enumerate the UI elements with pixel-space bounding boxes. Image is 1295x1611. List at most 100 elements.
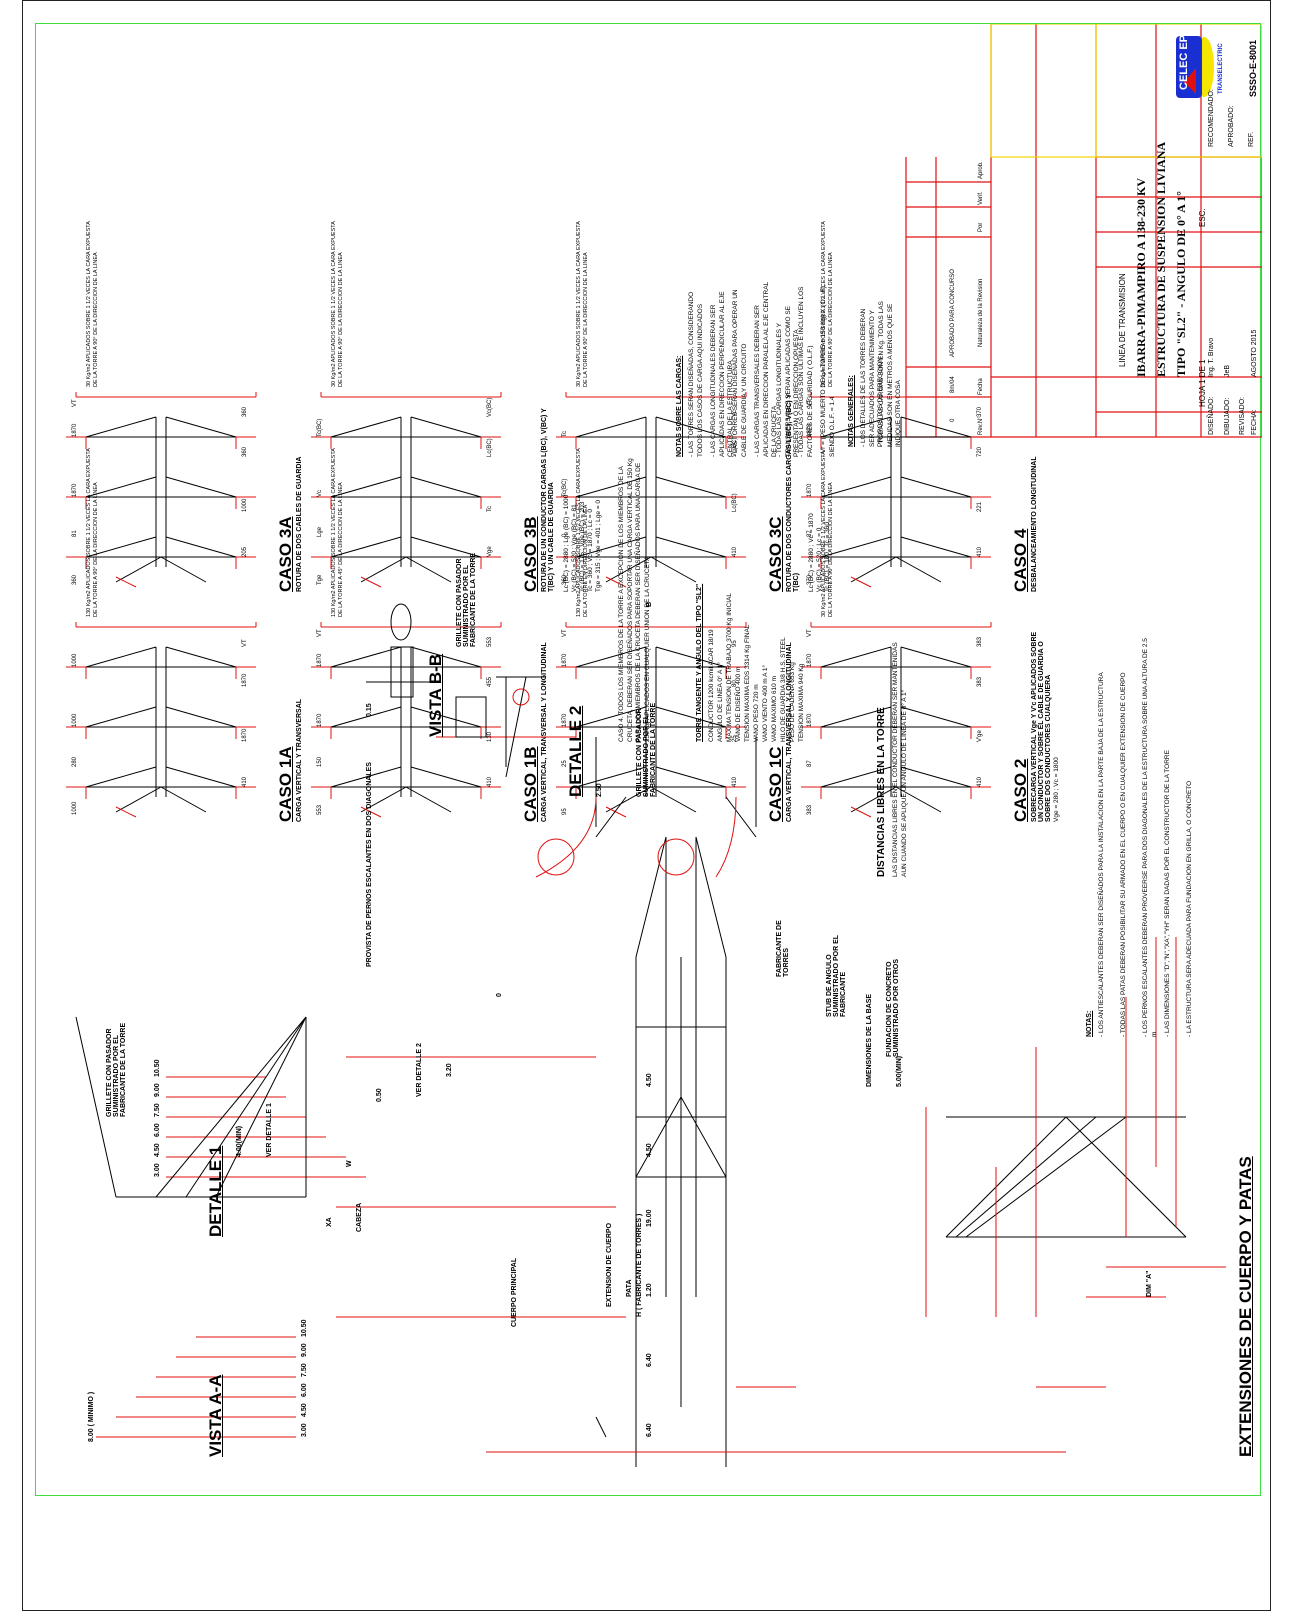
case-peak-a [605,786,652,813]
logo-mark [1176,36,1214,98]
ext-legs [945,1116,1187,1238]
case-load-peak [360,576,382,588]
case-brace-a-0 [85,766,157,788]
h-label: H ( FABRICANTE DE TORRES ) [636,1213,643,1317]
case-load-peak [360,806,382,818]
nota-line-4: - LA ESTRUCTURA SERA ADECUADA PARA FUNDA… [1186,780,1193,1037]
dim-ext-left-5: 10.50 [301,1319,308,1337]
case-brace-a-2 [820,416,892,438]
case-brace-a-1 [85,706,157,728]
dim-xa: XA [326,1217,333,1227]
case-load-peak [115,806,137,818]
case-brace-b-1 [410,706,482,728]
case-brace-a-1 [820,476,892,498]
dim-main-1: 6.40 [646,1353,653,1367]
nota-line-2: - LOS PERNOS ESCALANTES DEBERAN PROVEERS… [1142,638,1158,1037]
case-brace-b-0 [410,536,482,558]
clearance-arcs [535,796,737,878]
grillete-label-1: GRILLETE CON PASADOR SUMINISTRADO POR EL… [456,552,477,647]
case-brace-b-0 [410,766,482,788]
case-peak-b [895,556,942,583]
case-brace-a-0 [820,536,892,558]
dim-ext-left-2: 6.00 [301,1383,308,1397]
case-brace-b-0 [655,536,727,558]
case-peak-b [405,786,452,813]
case-brace-a-0 [330,766,402,788]
cuerpo-label: CUERPO PRINCIPAL [511,1257,518,1327]
fabricante-label: FABRICANTE DE TORRES [776,920,790,977]
case-load-peak [850,576,872,588]
case-brace-a-2 [85,646,157,668]
detalle-1-title: DETALLE 1 [206,1145,225,1237]
dim-250: 2.50 [596,783,603,797]
vista-aa-title: VISTA A-A [206,1374,225,1457]
case-brace-b-2 [655,646,727,668]
dim-ext-left-3: 7.50 [301,1363,308,1377]
nota-line-3: - LAS DIMENSIONES "D","N","XA","YH" SERA… [1164,750,1171,1037]
extension-dims [96,1076,366,1438]
case-brace-b-2 [900,416,972,438]
case-brace-a-2 [85,416,157,438]
vista-bb-drawing [366,603,436,698]
case-diagram-8 [801,392,992,588]
dist-libres-sub: LAS DISTANCIAS LIBRES EN EL CONDUCTOR DE… [892,642,908,877]
extension-label: EXTENSION DE CUERPO [606,1222,613,1307]
dim-main-3: 19.00 [646,1209,653,1227]
provista-label: PROVISTA DE PERNOS ESCALANTES EN DOS DIA… [366,762,373,967]
case-diagram-2 [311,622,502,818]
case-brace-a-2 [575,646,647,668]
dim-main-2: 1.20 [646,1283,653,1297]
dim-ext-right-2: 6.00 [154,1123,161,1137]
case-brace-b-2 [410,416,482,438]
case-peak-b [650,786,697,813]
case-load-peak [605,806,627,818]
dim-base-label: DIMENSIONES DE LA BASE [866,993,873,1087]
dim-ext-right-4: 9.00 [154,1083,161,1097]
cabeza-label: CABEZA [356,1202,363,1232]
extensions-title: EXTENSIONES DE CUERPO Y PATAS [1236,1156,1255,1457]
tower-elevation-drawing [75,603,1226,1467]
dim-main-4: 4.50 [646,1143,653,1157]
dim-main-5: 4.50 [646,1073,653,1087]
b-marker: B [646,601,653,607]
dim-ext-right-0: 3.00 [154,1163,161,1177]
case-peak-b [160,556,207,583]
case-brace-a-0 [330,536,402,558]
company-logo: CELEC EP TRANSELECTRIC [1156,32,1252,102]
detail-2-drawing [455,676,546,778]
case-brace-b-1 [165,476,237,498]
case-peak-a [850,786,897,813]
detalle-2-title: DETALLE 2 [566,705,585,797]
case-brace-b-1 [655,476,727,498]
case-brace-a-1 [330,706,402,728]
notas-title: NOTAS: [1086,1010,1093,1037]
drawing-area: CELEC EP TRANSELECTRIC LINEA DE TRANSMIS… [36,24,1262,1497]
case-brace-b-1 [900,706,972,728]
case-peak-a [115,786,162,813]
vista-bb-title: VISTA B-B [426,653,445,737]
case-brace-a-1 [330,476,402,498]
case-brace-a-1 [85,476,157,498]
case-brace-a-2 [575,416,647,438]
case-brace-b-0 [655,766,727,788]
case-brace-b-2 [165,416,237,438]
case-brace-b-2 [655,416,727,438]
dim-320: 3.20 [446,1063,453,1077]
case-peak-a [850,556,897,583]
nota-line-0: - LOS ANTIESCALANTES DEBERAN SER DISEÑAD… [1098,672,1105,1037]
case-peak-a [360,556,407,583]
ext-body-lines [75,1016,307,1198]
case-brace-b-1 [655,706,727,728]
case-brace-a-1 [575,706,647,728]
dim-ext-right-1: 4.50 [154,1143,161,1157]
case-brace-a-2 [820,646,892,668]
case-brace-b-1 [900,476,972,498]
case-diagram-4 [801,622,992,818]
dimension-lines [336,736,1226,1453]
case-brace-b-2 [165,646,237,668]
case-peak-a [115,556,162,583]
case-brace-a-1 [820,706,892,728]
load-case-diagrams [66,392,992,818]
dim-8m: 8.00 ( MINIMO ) [88,1391,95,1442]
case-brace-b-1 [410,476,482,498]
